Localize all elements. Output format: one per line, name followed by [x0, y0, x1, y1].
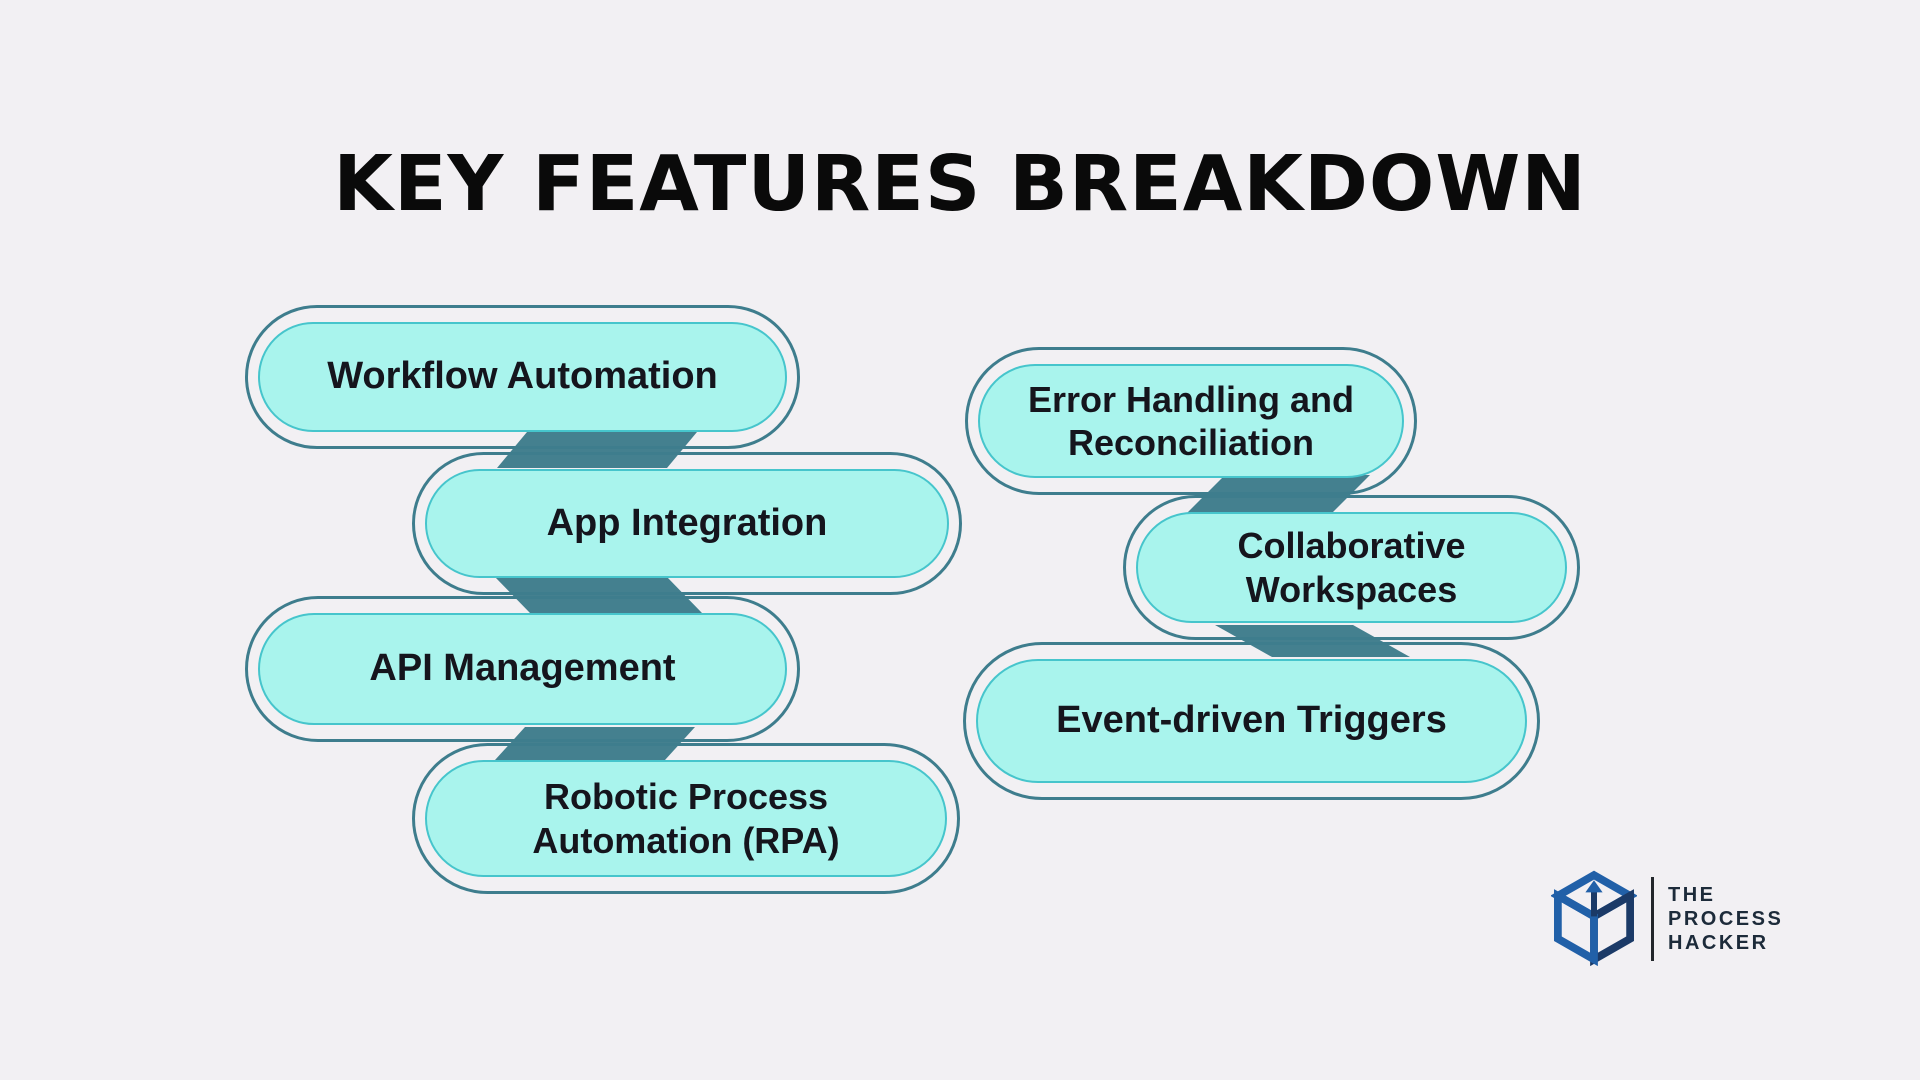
logo-word-line: PROCESS: [1668, 908, 1784, 930]
page-title: KEY FEATURES BREAKDOWN: [333, 140, 1587, 229]
pill-label: Event-driven Triggers: [976, 659, 1527, 783]
pill-label-line: Collaborative: [1237, 525, 1466, 567]
pill-outline: [412, 743, 960, 894]
pill-collaborative-workspaces: Collaborative Workspaces: [1123, 495, 1580, 640]
pill-label: API Management: [258, 613, 787, 725]
pill-label-line: App Integration: [546, 501, 828, 544]
pill-label-line: Error Handling and: [1027, 378, 1355, 420]
pill-api-management: API Management: [245, 596, 800, 742]
pill-workflow-automation: Workflow Automation: [245, 305, 800, 449]
pill-outline: [965, 347, 1417, 495]
pill-app-integration: App Integration: [412, 452, 962, 595]
pill-label-line: Event-driven Triggers: [1056, 699, 1447, 742]
pill-label-line: Robotic Process: [543, 776, 829, 818]
pill-label: Robotic Process Automation (RPA): [425, 760, 947, 877]
process-hacker-logo-icon: [1551, 870, 1637, 967]
pill-label-line: Workspaces: [1245, 568, 1458, 610]
pill-outline: [245, 305, 800, 449]
pill-label-line: Reconciliation: [1067, 422, 1315, 463]
logo-wordmark: THE PROCESS HACKER: [1668, 883, 1783, 955]
pill-label: Workflow Automation: [258, 322, 787, 432]
pill-label-line: Automation (RPA): [532, 819, 840, 861]
pill-outline: [412, 452, 962, 595]
pill-label: Collaborative Workspaces: [1136, 512, 1567, 623]
logo-divider: [1651, 877, 1654, 961]
pill-outline: [1123, 495, 1580, 640]
pill-error-handling-reconciliation: Error Handling and Reconciliation: [965, 347, 1417, 495]
pill-label: Error Handling and Reconciliation: [978, 364, 1404, 478]
process-hacker-logo: THE PROCESS HACKER: [1551, 869, 1783, 969]
pill-outline: [963, 642, 1540, 800]
pill-label-line: API Management: [369, 647, 676, 690]
logo-word-line: THE: [1668, 884, 1716, 906]
pill-label: App Integration: [425, 469, 949, 578]
pill-robotic-process-automation: Robotic Process Automation (RPA): [412, 743, 960, 894]
pill-label-line: Workflow Automation: [327, 355, 718, 398]
logo-word-line: HACKER: [1668, 932, 1769, 954]
pill-event-driven-triggers: Event-driven Triggers: [963, 642, 1540, 800]
pill-outline: [245, 596, 800, 742]
